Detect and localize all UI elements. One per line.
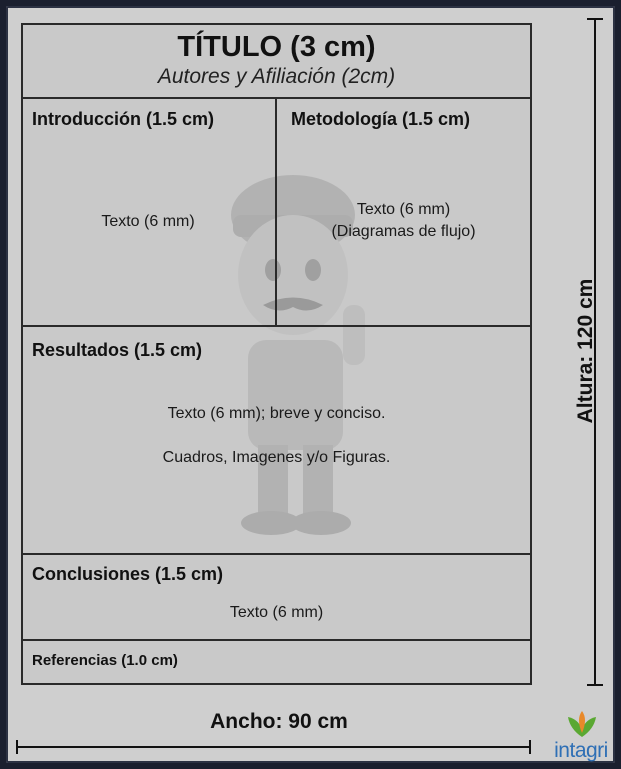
poster-subtitle: Autores y Afiliación (2cm) xyxy=(157,65,396,88)
introduction-section: Introducción (1.5 cm) Texto (6 mm) xyxy=(23,99,277,327)
conclusions-heading: Conclusiones (1.5 cm) xyxy=(32,564,224,584)
conclusions-section: Conclusiones (1.5 cm) Texto (6 mm) xyxy=(23,555,530,641)
results-text-line1: Texto (6 mm); breve y conciso. xyxy=(167,405,386,422)
results-section: Resultados (1.5 cm) Texto (6 mm); breve … xyxy=(23,327,530,555)
conclusions-text: Texto (6 mm) xyxy=(229,604,324,621)
title-section: TÍTULO (3 cm) Autores y Afiliación (2cm) xyxy=(23,25,530,99)
methodology-text-line2: (Diagramas de flujo) xyxy=(331,223,476,240)
height-label: Altura: 120 cm xyxy=(574,278,597,424)
introduction-heading: Introducción (1.5 cm) xyxy=(32,109,215,129)
height-dimension-line xyxy=(587,18,603,686)
methodology-heading: Metodología (1.5 cm) xyxy=(291,109,471,129)
poster-title: TÍTULO (3 cm) xyxy=(177,31,376,63)
poster-layout: TÍTULO (3 cm) Autores y Afiliación (2cm)… xyxy=(21,23,532,685)
introduction-text: Texto (6 mm) xyxy=(101,213,195,230)
methodology-section: Metodología (1.5 cm) Texto (6 mm) (Diagr… xyxy=(277,99,530,327)
results-heading: Resultados (1.5 cm) xyxy=(32,340,203,360)
results-text-line2: Cuadros, Imagenes y/o Figuras. xyxy=(162,449,391,466)
leaf-sprout-icon xyxy=(568,711,596,737)
methodology-text-line1: Texto (6 mm) xyxy=(356,201,451,218)
width-label: Ancho: 90 cm xyxy=(210,710,348,733)
logo-text: intagri xyxy=(554,739,608,762)
figure-canvas: TÍTULO (3 cm) Autores y Afiliación (2cm)… xyxy=(6,6,615,763)
intagri-logo: intagri xyxy=(546,709,616,767)
references-section: Referencias (1.0 cm) xyxy=(23,641,530,683)
width-dimension-line xyxy=(16,740,531,754)
references-heading: Referencias (1.0 cm) xyxy=(32,652,178,669)
mascot-watermark-icon xyxy=(231,175,365,535)
